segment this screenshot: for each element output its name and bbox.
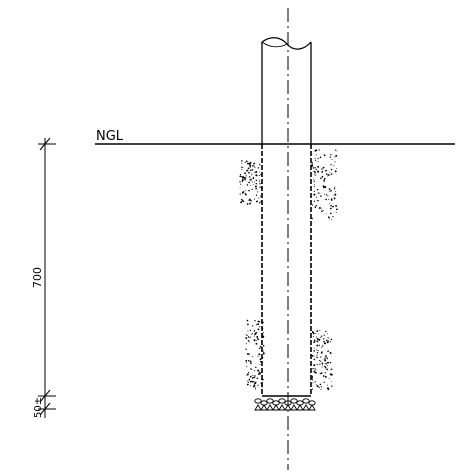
- post-break-symbol: [261, 37, 312, 50]
- post-below-ground: [261, 144, 312, 397]
- post-above-ground: [261, 37, 312, 144]
- depth-dimension-label: 700: [31, 267, 44, 288]
- base-dimension-label: 50±: [33, 397, 44, 418]
- depth-dimension-line: [38, 137, 56, 418]
- gravel-base: [254, 398, 316, 411]
- concrete-footing-stipple: [239, 149, 338, 391]
- ngl-label: NGL: [96, 129, 124, 144]
